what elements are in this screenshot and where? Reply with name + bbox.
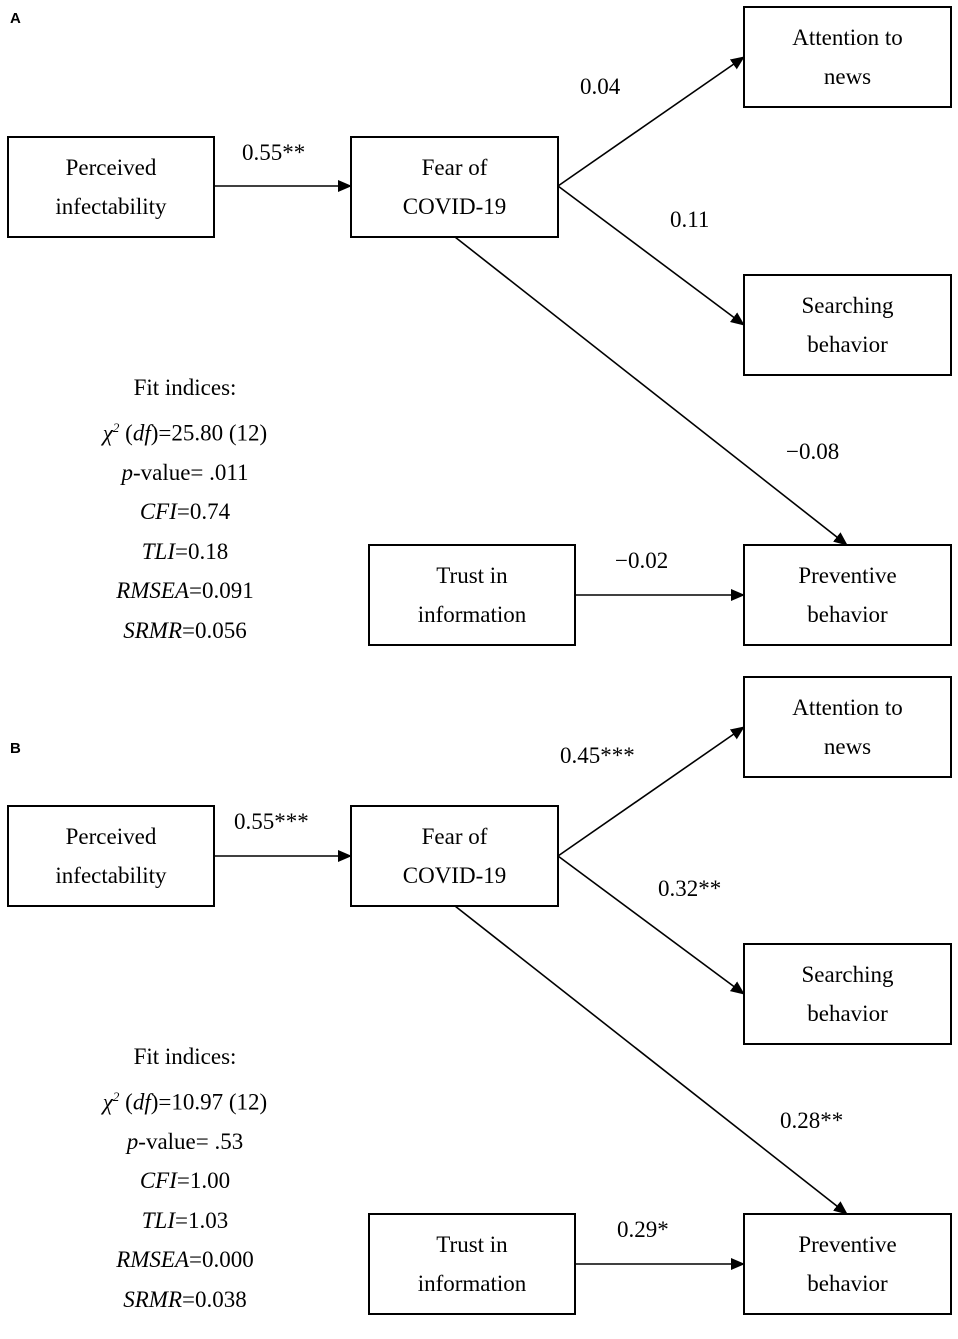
fit-rmsea: RMSEA=0.091 bbox=[116, 578, 254, 604]
fit-tli: TLI=1.03 bbox=[141, 1207, 229, 1233]
arrow-fear-to-preventive bbox=[454, 905, 848, 1215]
fit-p-value: p-value= .011 bbox=[121, 459, 249, 485]
fit-chi-square: χ2 (df)=25.80 (12) bbox=[102, 419, 268, 446]
arrow-fear-to-searching bbox=[557, 185, 745, 326]
fit-chi-square: χ2 (df)=10.97 (12) bbox=[102, 1088, 268, 1115]
fit-srmr: SRMR=0.056 bbox=[123, 617, 247, 643]
path-arrows bbox=[214, 56, 848, 601]
panel-label: A bbox=[10, 10, 21, 27]
coef-fear-to-searching: 0.32** bbox=[658, 876, 722, 901]
fit-p-value: p-value= .53 bbox=[126, 1128, 244, 1154]
fit-rmsea: RMSEA=0.000 bbox=[116, 1247, 254, 1273]
coef-infectability-to-fear: 0.55*** bbox=[234, 809, 309, 834]
fit-cfi: CFI=0.74 bbox=[139, 499, 231, 525]
fit-srmr: SRMR=0.038 bbox=[123, 1286, 247, 1312]
coef-fear-to-preventive: −0.08 bbox=[786, 439, 840, 464]
fit-title: Fit indices: bbox=[133, 1044, 237, 1069]
coef-fear-to-attention: 0.04 bbox=[580, 74, 621, 99]
fit-title: Fit indices: bbox=[133, 375, 237, 400]
coef-fear-to-searching: 0.11 bbox=[670, 207, 710, 232]
fit-indices: Fit indices: χ2 (df)=25.80 (12) p-value=… bbox=[60, 368, 310, 650]
fit-indices: Fit indices: χ2 (df)=10.97 (12) p-value=… bbox=[60, 1037, 310, 1319]
coef-fear-to-preventive: 0.28** bbox=[780, 1108, 844, 1133]
coef-fear-to-attention: 0.45*** bbox=[560, 743, 635, 768]
path-arrows bbox=[214, 726, 848, 1270]
panel-label: B bbox=[10, 740, 21, 757]
coef-infectability-to-fear: 0.55** bbox=[242, 140, 306, 165]
coef-trust-to-preventive: −0.02 bbox=[615, 548, 669, 573]
coef-trust-to-preventive: 0.29* bbox=[617, 1217, 669, 1242]
fit-cfi: CFI=1.00 bbox=[139, 1168, 231, 1194]
arrow-fear-to-attention bbox=[557, 56, 745, 187]
arrow-fear-to-attention bbox=[557, 726, 745, 857]
arrow-fear-to-preventive bbox=[454, 236, 848, 546]
arrow-fear-to-searching bbox=[557, 855, 745, 995]
fit-tli: TLI=0.18 bbox=[141, 538, 229, 564]
